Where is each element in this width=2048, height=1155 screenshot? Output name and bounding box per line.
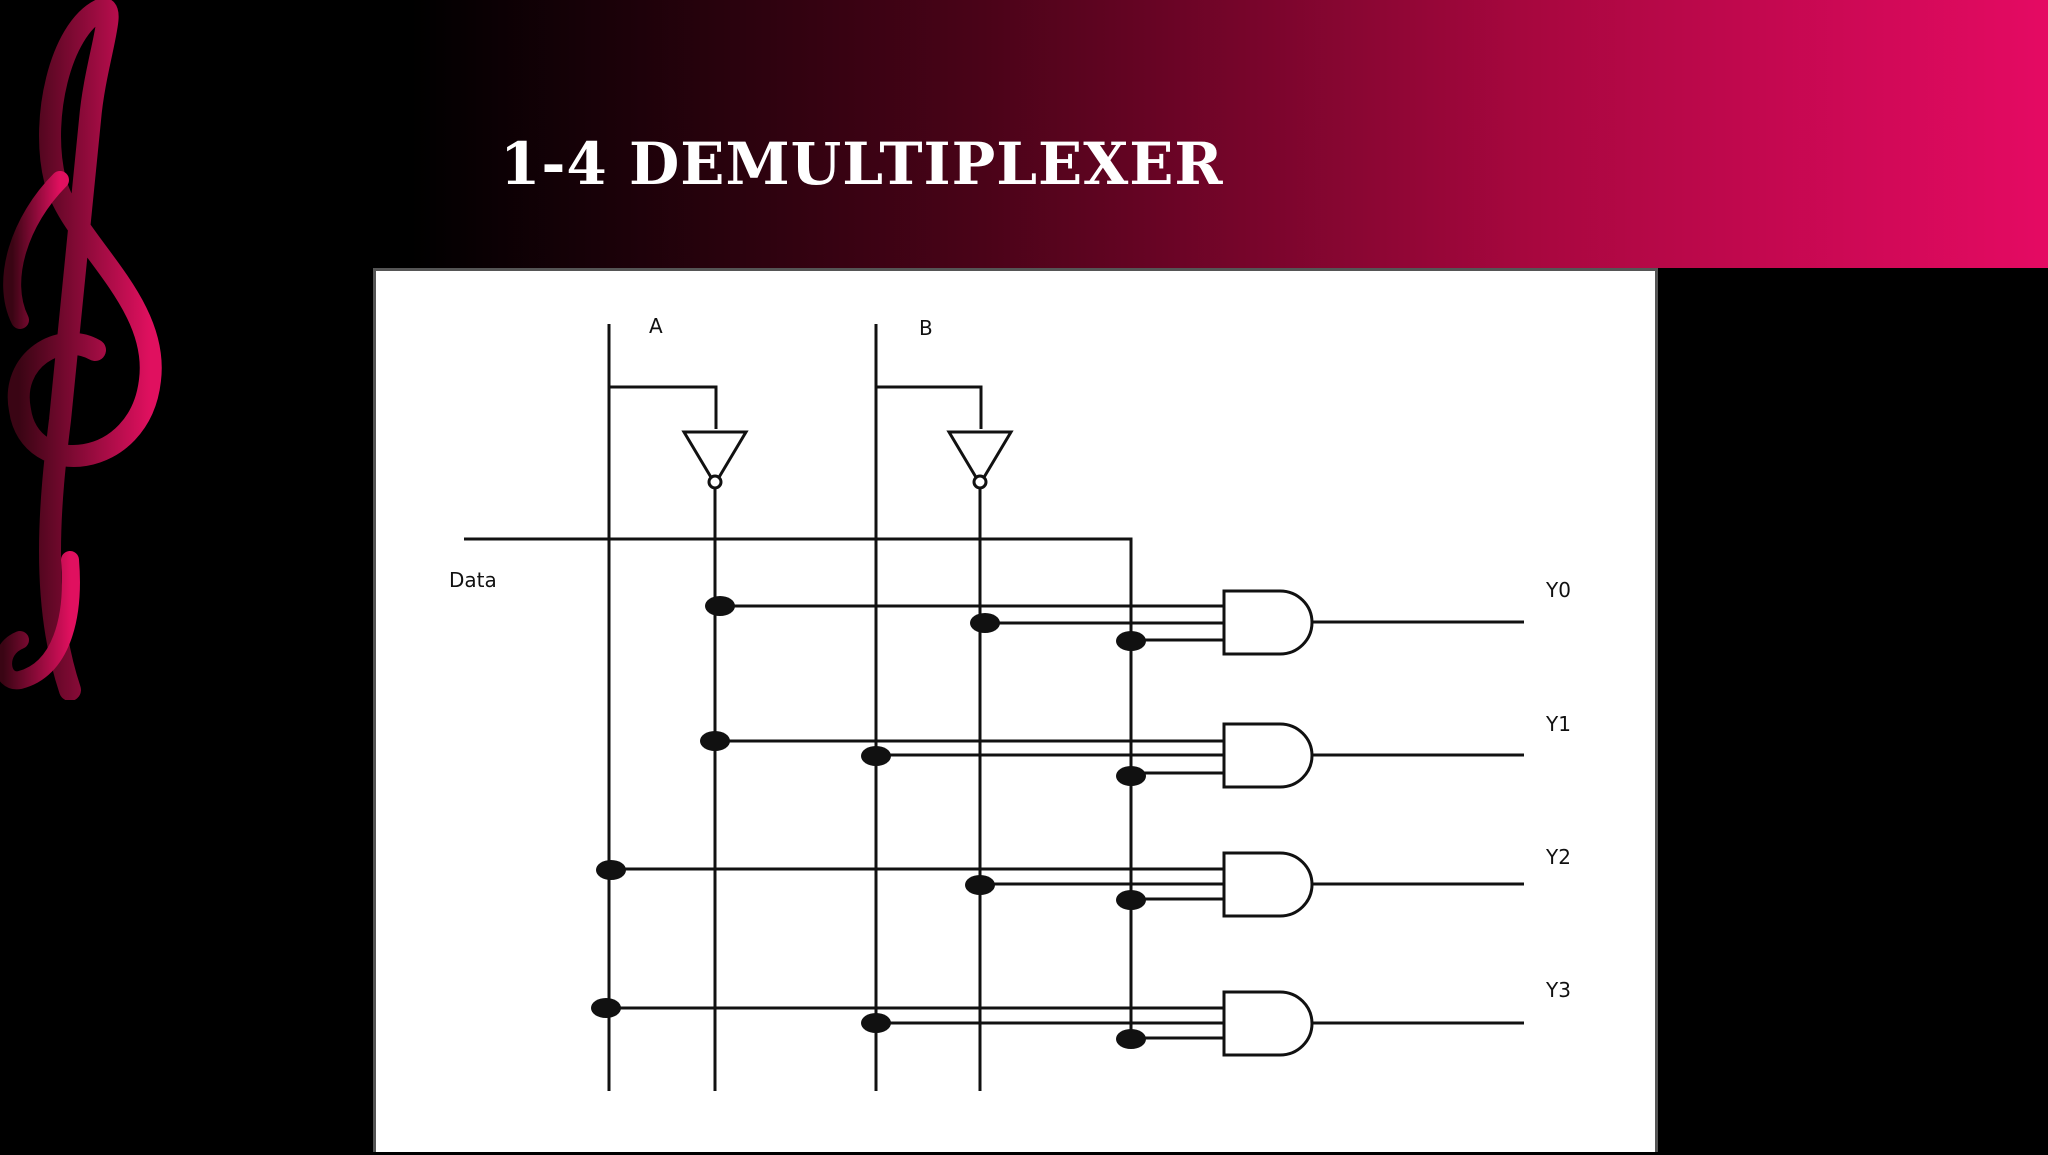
select-a-branch xyxy=(609,385,718,429)
junction-dot xyxy=(970,613,1000,633)
junction-dot xyxy=(861,746,891,766)
not-gate-a xyxy=(681,430,749,487)
title-banner xyxy=(0,0,2048,268)
select-b-label: B xyxy=(919,316,933,340)
output-label-y2: Y2 xyxy=(1545,845,1571,869)
output-label-y1: Y1 xyxy=(1545,712,1571,736)
select-a-label: A xyxy=(649,314,663,338)
junction-dot xyxy=(591,998,621,1018)
data-line xyxy=(464,537,1133,1041)
junction-dot xyxy=(1116,890,1146,910)
demux-circuit-figure: A B Data Y0 Y1 Y2 Y3 xyxy=(373,268,1658,1152)
junction-dot xyxy=(700,731,730,751)
junction-dot xyxy=(965,875,995,895)
not-gate-a-bubble xyxy=(707,474,723,490)
output-label-y3: Y3 xyxy=(1545,978,1571,1002)
demux-circuit-diagram: A B Data Y0 Y1 Y2 Y3 xyxy=(449,314,1571,1091)
and-gate-y1 xyxy=(1222,722,1314,789)
slide-title: 1-4 DEMULTIPLEXER xyxy=(500,130,1224,198)
not-gate-b xyxy=(946,430,1014,487)
and-gate-y2 xyxy=(1222,851,1314,918)
and-gate-y3 xyxy=(1222,990,1314,1057)
output-label-y0: Y0 xyxy=(1545,578,1571,602)
junction-dot xyxy=(705,596,735,616)
select-b-branch xyxy=(876,385,983,429)
junction-dot xyxy=(1116,1029,1146,1049)
junction-dot xyxy=(861,1013,891,1033)
not-gate-b-bubble xyxy=(972,474,988,490)
junction-dot xyxy=(1116,631,1146,651)
junction-dot xyxy=(596,860,626,880)
treble-clef-icon xyxy=(0,0,162,700)
and-gate-y0 xyxy=(1222,589,1314,656)
junction-dot xyxy=(1116,766,1146,786)
data-input-label: Data xyxy=(449,568,497,592)
